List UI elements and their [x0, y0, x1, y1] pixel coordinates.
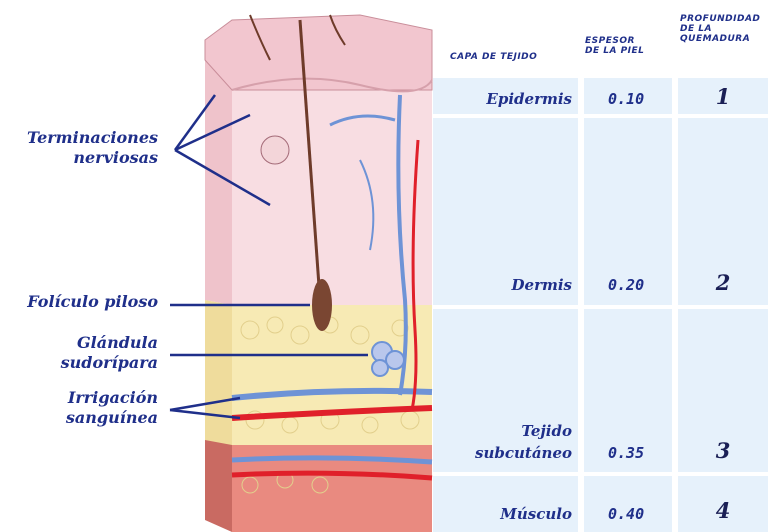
label-nerve-endings: Terminaciones nerviosas [0, 128, 158, 168]
row-muscle-depth: 4 [678, 498, 768, 523]
row-epidermis-thickness: 0.10 [608, 90, 644, 108]
label-sweat-gland: Glándula sudorípara [0, 333, 158, 373]
skin-cross-section [0, 0, 440, 532]
row-subcutaneous-depth: 3 [678, 438, 768, 463]
header-depth: PROFUNDIDAD DE LA QUEMADURA [680, 14, 781, 44]
dermis-side [205, 60, 232, 305]
label-hair-follicle: Folículo piloso [0, 292, 158, 312]
row-dermis-depth: 2 [678, 270, 768, 295]
row-divider-1 [433, 114, 768, 118]
header-thickness: ESPESOR DE LA PIEL [585, 36, 670, 56]
row-muscle-thickness: 0.40 [608, 505, 644, 523]
row-subcutaneous-layer: Tejido subcutáneo [440, 420, 572, 464]
row-divider-2 [433, 305, 768, 309]
row-dermis-thickness: 0.20 [608, 276, 644, 294]
muscle-layer [205, 440, 232, 532]
label-blood-supply: Irrigación sanguínea [0, 388, 158, 428]
row-subcutaneous-thickness: 0.35 [608, 444, 644, 462]
fat-side [205, 300, 232, 445]
row-divider-3 [433, 472, 768, 476]
header-layer: CAPA DE TEJIDO [450, 52, 580, 62]
muscle-front [232, 440, 432, 532]
row-epidermis-depth: 1 [678, 84, 768, 109]
row-epidermis-layer: Epidermis [440, 90, 572, 108]
row-muscle-layer: Músculo [440, 505, 572, 523]
hair-follicle-bulb [312, 279, 332, 331]
row-dermis-layer: Dermis [440, 276, 572, 294]
